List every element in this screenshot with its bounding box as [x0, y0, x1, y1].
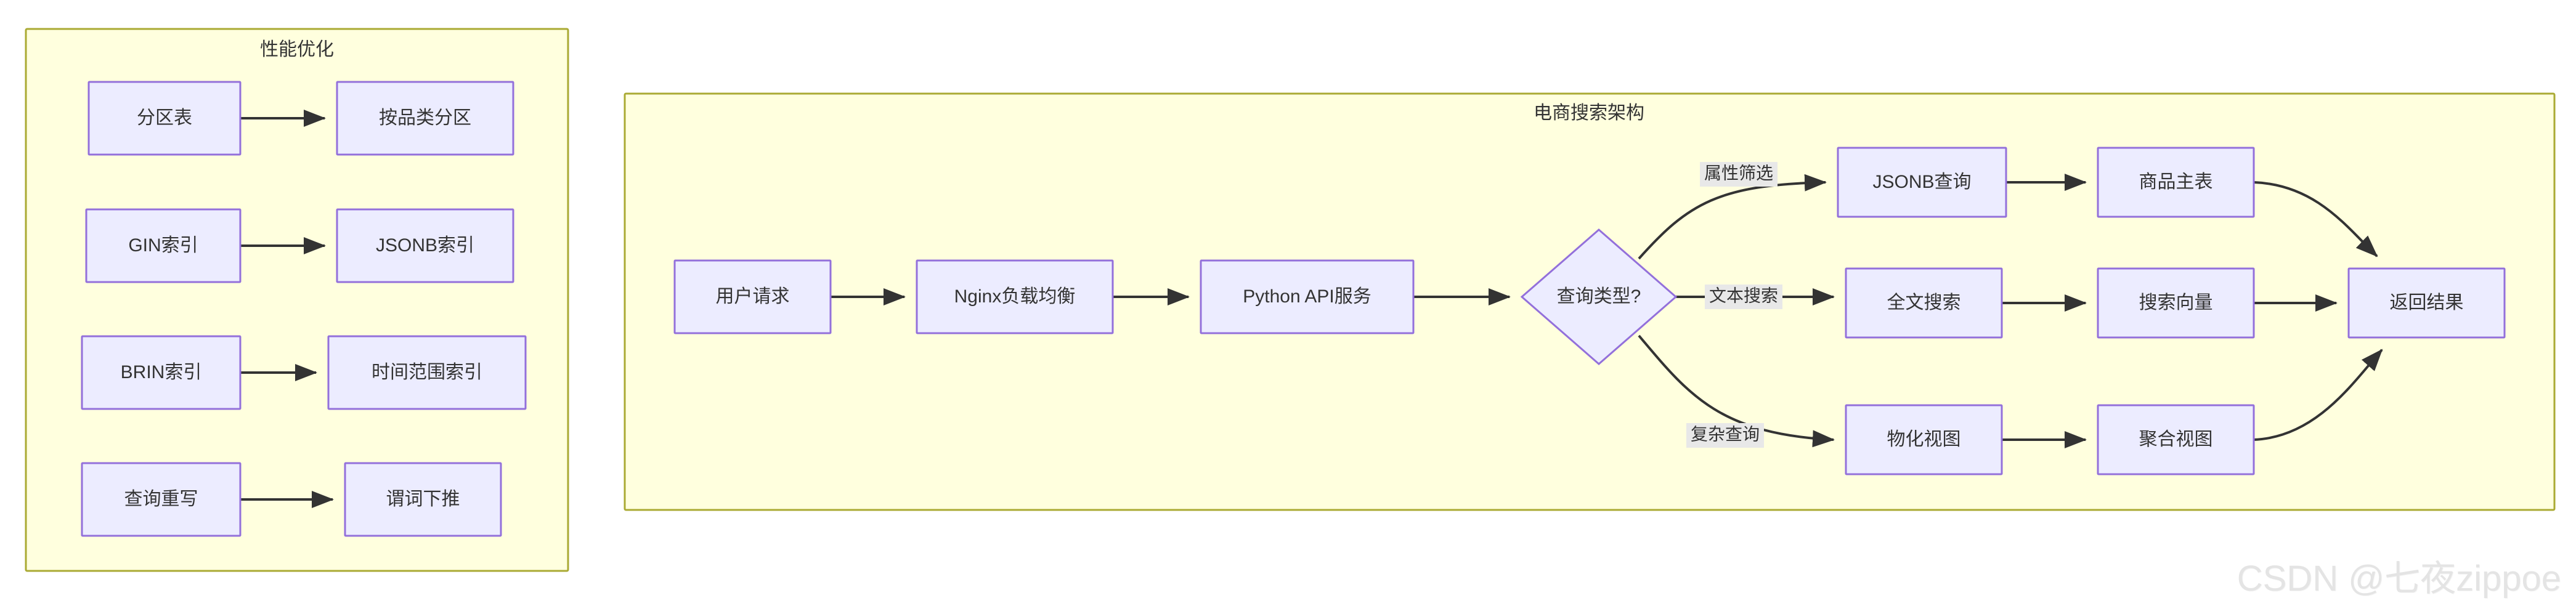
- node-label: JSONB查询: [1872, 172, 1971, 192]
- node-svec[interactable]: 搜索向量: [2097, 267, 2255, 339]
- edge-qtype-to-jsonbq: [1638, 174, 1827, 260]
- node-label: 分区表: [137, 108, 192, 128]
- node-label: 查询重写: [124, 489, 198, 509]
- watermark-text: CSDN @七夜zippoe: [2237, 559, 2561, 599]
- node-userreq[interactable]: 用户请求: [673, 259, 832, 334]
- edge-label-background: [1700, 162, 1778, 187]
- node-shape-rect[interactable]: [81, 335, 242, 410]
- edge-maintbl-to-result: [2253, 181, 2378, 257]
- node-shape-rect[interactable]: [336, 81, 514, 156]
- node-label: 时间范围索引: [372, 362, 482, 382]
- node-pushdown[interactable]: 谓词下推: [344, 462, 502, 537]
- node-qtype[interactable]: 查询类型?: [1520, 228, 1678, 365]
- node-shape-rect[interactable]: [2097, 404, 2255, 475]
- node-label: 谓词下推: [386, 489, 460, 509]
- node-result[interactable]: 返回结果: [2347, 267, 2506, 339]
- node-shape-rect[interactable]: [2097, 267, 2255, 339]
- node-label: BRIN索引: [121, 362, 202, 382]
- node-label: 聚合视图: [2139, 429, 2213, 450]
- cluster-title: 性能优化: [260, 39, 334, 60]
- node-shape-rect[interactable]: [85, 208, 242, 283]
- node-part[interactable]: 分区表: [87, 81, 242, 156]
- node-gin[interactable]: GIN索引: [85, 208, 242, 283]
- node-label: Python API服务: [1243, 286, 1371, 307]
- node-fts[interactable]: 全文搜索: [1845, 267, 2003, 339]
- edge-qtype-to-matview: [1638, 334, 1835, 448]
- cluster-title: 电商搜索架构: [1534, 103, 1644, 123]
- node-pyapi[interactable]: Python API服务: [1200, 259, 1415, 334]
- node-shape-rect[interactable]: [327, 335, 527, 410]
- edge-label-qtype-jsonbq: 属性筛选: [1704, 163, 1773, 182]
- edge-label-background: [1705, 285, 1782, 309]
- node-shape-rect[interactable]: [1845, 267, 2003, 339]
- node-rewrite[interactable]: 查询重写: [81, 462, 242, 537]
- edge-label-background: [1686, 423, 1764, 448]
- node-shape-rect[interactable]: [916, 259, 1114, 334]
- node-partcat[interactable]: 按品类分区: [336, 81, 514, 156]
- edge-aggview-to-result: [2253, 349, 2383, 441]
- node-aggview[interactable]: 聚合视图: [2097, 404, 2255, 475]
- node-shape-rect[interactable]: [87, 81, 242, 156]
- node-label: Nginx负载均衡: [954, 286, 1076, 307]
- node-label: 按品类分区: [379, 108, 471, 128]
- node-label: 全文搜索: [1887, 293, 1961, 313]
- edge-label-qtype-matview: 复杂查询: [1691, 424, 1760, 443]
- node-maintbl[interactable]: 商品主表: [2097, 147, 2255, 218]
- node-jsonbq[interactable]: JSONB查询: [1837, 147, 2007, 218]
- node-shape-rect[interactable]: [336, 208, 514, 283]
- node-shape-rect[interactable]: [1845, 404, 2003, 475]
- node-matview[interactable]: 物化视图: [1845, 404, 2003, 475]
- node-shape-rect[interactable]: [1837, 147, 2007, 218]
- node-label: JSONB索引: [376, 235, 474, 256]
- node-shape-diamond[interactable]: [1520, 228, 1678, 365]
- node-shape-rect[interactable]: [81, 462, 242, 537]
- node-shape-rect[interactable]: [2347, 267, 2506, 339]
- node-label: 返回结果: [2390, 293, 2464, 313]
- edge-label-qtype-fts: 文本搜索: [1709, 286, 1778, 305]
- cluster-box: [25, 28, 569, 572]
- node-shape-rect[interactable]: [2097, 147, 2255, 218]
- node-nginx[interactable]: Nginx负载均衡: [916, 259, 1114, 334]
- node-timeidx[interactable]: 时间范围索引: [327, 335, 527, 410]
- node-jsonbi[interactable]: JSONB索引: [336, 208, 514, 283]
- edge-group: [240, 110, 2383, 508]
- node-label: 物化视图: [1887, 429, 1961, 450]
- node-label: GIN索引: [128, 235, 198, 256]
- cluster-perf: 性能优化: [25, 28, 569, 572]
- node-shape-rect[interactable]: [1200, 259, 1415, 334]
- node-brin[interactable]: BRIN索引: [81, 335, 242, 410]
- node-label: 查询类型?: [1557, 286, 1641, 307]
- node-label: 用户请求: [716, 286, 790, 307]
- node-shape-rect[interactable]: [344, 462, 502, 537]
- node-shape-rect[interactable]: [673, 259, 832, 334]
- node-label: 搜索向量: [2139, 293, 2213, 313]
- node-label: 商品主表: [2139, 172, 2213, 192]
